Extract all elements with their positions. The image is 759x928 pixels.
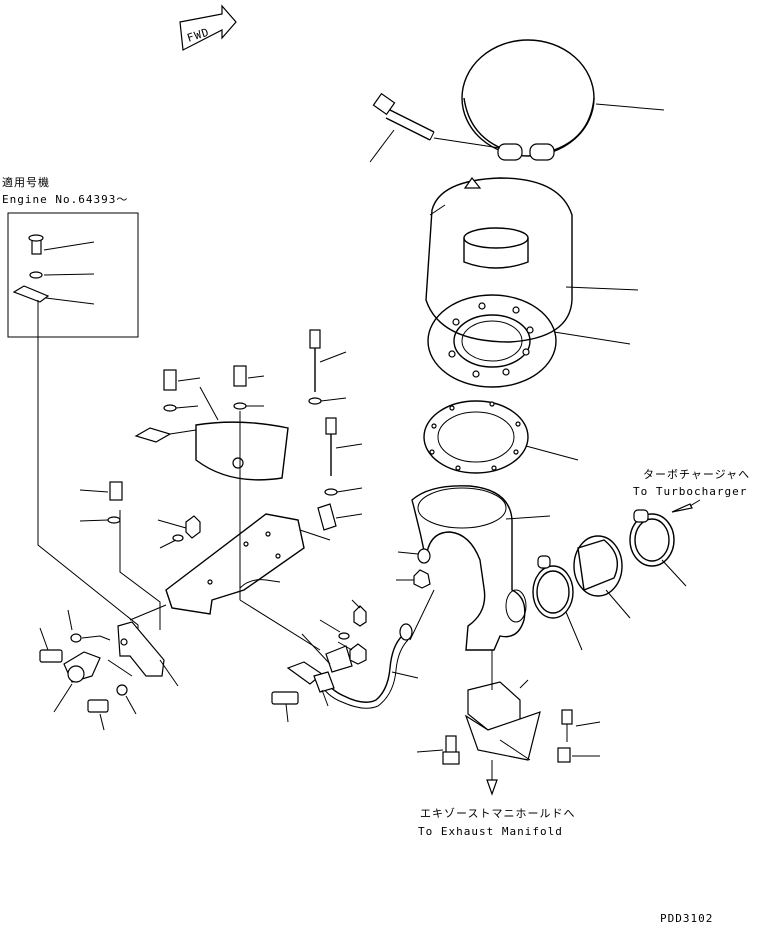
fwd-arrow: FWD [179,4,237,51]
nuts [319,548,431,665]
clamp-bolt [369,92,501,163]
exhaust-arrow [486,779,498,796]
drawing-code: PDD3102 [660,912,713,925]
sensor-pipe [239,588,435,723]
hose-and-clamps [532,509,687,651]
exhaust-label-ja: エキゾーストマニホールドへ [420,807,575,820]
applicability-line-1: 適用号機 [2,175,50,189]
left-bolts [79,481,201,549]
cover-plate [195,386,289,481]
turbocharger-label-ja: ターボチャージャへ [643,468,750,481]
support-bolts [416,709,601,765]
applicability-line-2: Engine No.64393〜 [2,193,128,206]
lower-left-bracket [39,609,179,731]
exhaust-label-en: To Exhaust Manifold [418,825,563,838]
inset-box [7,212,139,338]
gasket [423,400,579,474]
elbow-support-bracket [464,650,541,761]
wire-line [37,300,139,640]
cover-bolts [134,365,265,588]
turbo-arrow [671,503,693,513]
main-bracket [119,510,331,630]
turbocharger-label-en: To Turbocharger [633,485,747,498]
elbow-pipe [411,485,551,651]
long-bolts [308,329,363,531]
band-clamp [461,39,665,161]
air-cleaner [425,176,639,388]
